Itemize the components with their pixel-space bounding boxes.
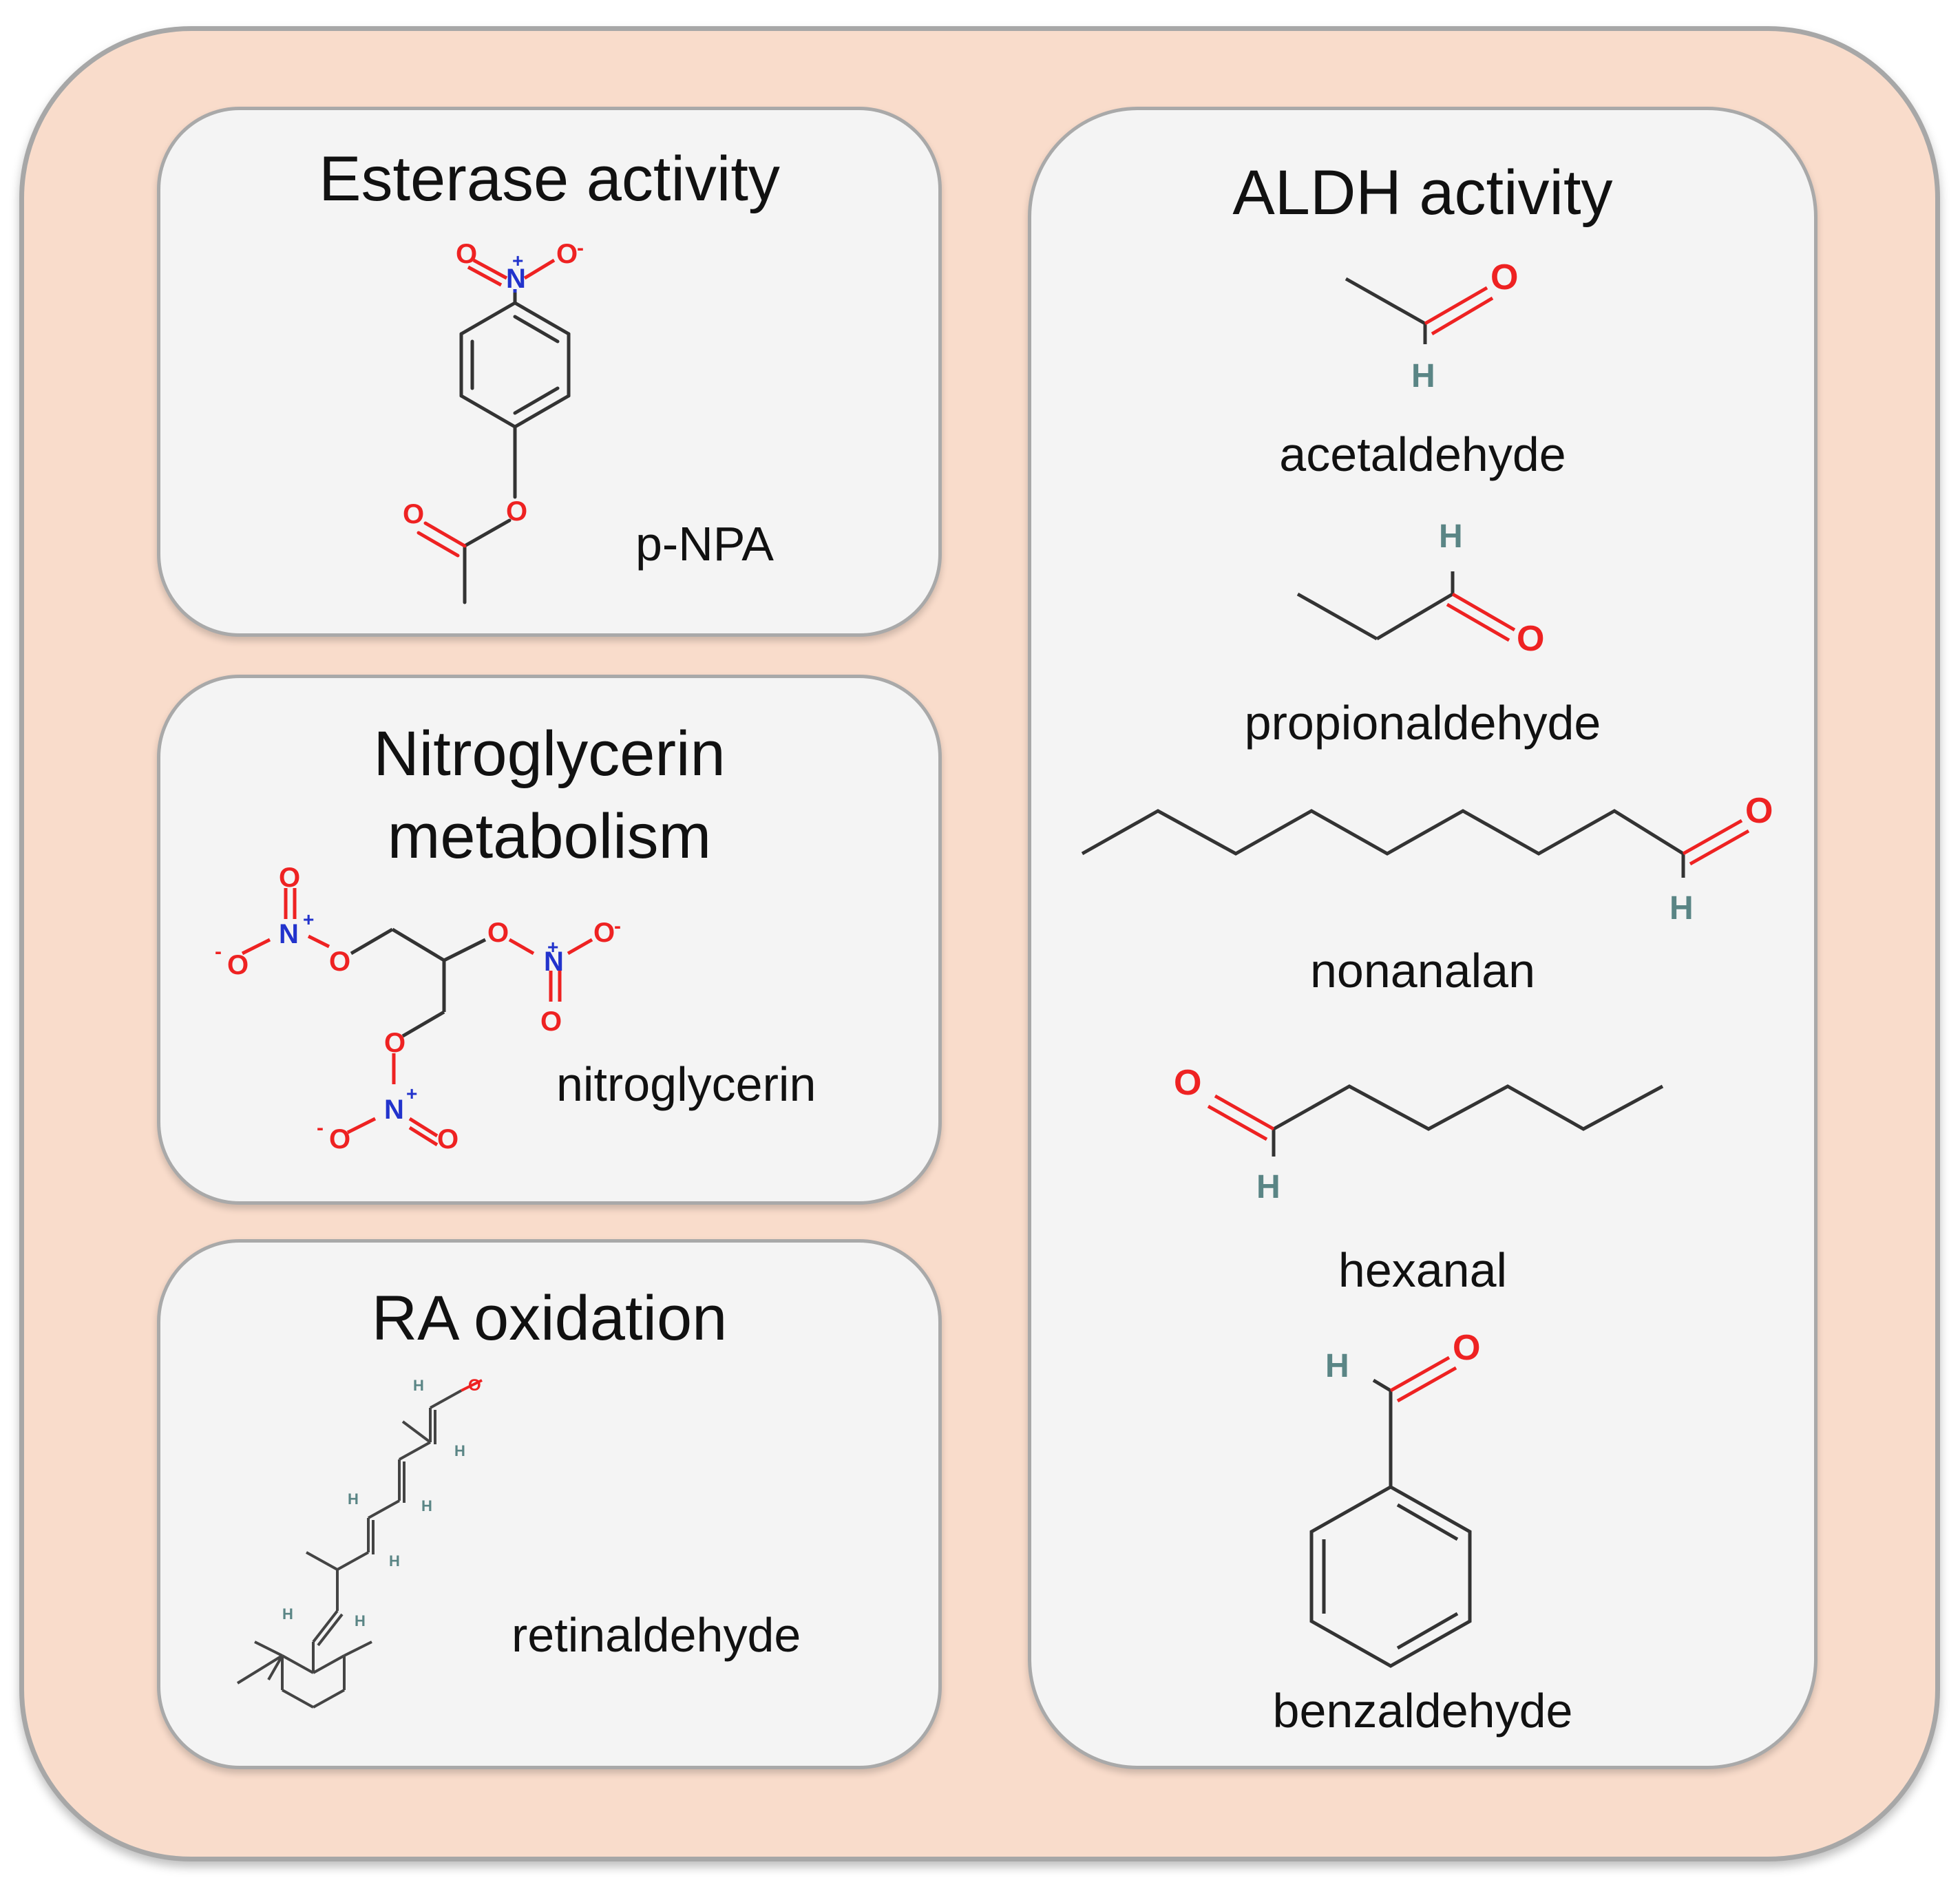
svg-text:O: O xyxy=(403,499,424,529)
ra-oxidation-title: RA oxidation xyxy=(371,1283,728,1353)
svg-text:-: - xyxy=(577,237,584,260)
svg-text:H: H xyxy=(454,1442,465,1459)
esterase-activity-title: Esterase activity xyxy=(319,144,780,214)
svg-text:O: O xyxy=(593,918,615,948)
svg-text:+: + xyxy=(547,936,558,958)
svg-text:O: O xyxy=(540,1006,562,1037)
atom-n: N xyxy=(506,264,526,294)
nitroglycerin-label: nitroglycerin xyxy=(556,1057,816,1111)
svg-text:H: H xyxy=(421,1497,432,1515)
svg-text:H: H xyxy=(1325,1348,1349,1384)
acetaldehyde-structure-icon: O H xyxy=(1345,257,1518,394)
svg-text:O: O xyxy=(1453,1328,1480,1368)
propionaldehyde-structure-icon: H O xyxy=(1296,518,1544,659)
svg-text:-: - xyxy=(215,940,222,963)
svg-text:N: N xyxy=(544,947,564,977)
nitroglycerin-metabolism-panel: Nitroglycerin metabolism nitroglycerin xyxy=(157,675,942,1205)
svg-text:O: O xyxy=(329,947,350,977)
svg-text:O: O xyxy=(456,239,477,269)
svg-text:H: H xyxy=(389,1552,400,1570)
svg-text:O: O xyxy=(1517,619,1544,659)
svg-text:O: O xyxy=(437,1124,459,1154)
nitroglycerin-metabolism-title-line2: metabolism xyxy=(387,801,712,872)
svg-text:O: O xyxy=(556,239,578,269)
hexanal-structure-icon: O H xyxy=(1174,1063,1664,1205)
svg-text:O: O xyxy=(227,950,249,980)
ra-oxidation-panel: RA oxidation retinaldehyde xyxy=(157,1239,942,1769)
svg-text:O: O xyxy=(1174,1063,1201,1103)
nitroglycerin-metabolism-title-line1: Nitroglycerin xyxy=(373,719,726,789)
svg-text:H: H xyxy=(1256,1169,1281,1205)
svg-text:H: H xyxy=(1411,358,1435,394)
svg-text:H: H xyxy=(1439,518,1463,555)
svg-text:+: + xyxy=(406,1083,417,1104)
svg-text:+: + xyxy=(512,250,523,271)
svg-text:H: H xyxy=(1669,890,1694,927)
svg-text:+: + xyxy=(303,909,314,930)
svg-text:O: O xyxy=(487,918,509,948)
svg-text:O: O xyxy=(1745,791,1773,831)
hexanal-label: hexanal xyxy=(1338,1243,1508,1297)
svg-text:O: O xyxy=(329,1124,350,1154)
svg-text:H: H xyxy=(282,1605,293,1623)
benzaldehyde-label: benzaldehyde xyxy=(1272,1684,1573,1738)
svg-text:H: H xyxy=(348,1490,359,1508)
p-npa-label: p-NPA xyxy=(635,517,774,571)
svg-text:H: H xyxy=(355,1612,366,1629)
svg-text:-: - xyxy=(317,1117,324,1139)
retinaldehyde-label: retinaldehyde xyxy=(512,1608,801,1662)
propionaldehyde-label: propionaldehyde xyxy=(1244,696,1601,750)
svg-text:O: O xyxy=(468,1376,481,1395)
acetaldehyde-label: acetaldehyde xyxy=(1279,428,1566,481)
benzaldehyde-structure-icon: H O xyxy=(1309,1328,1480,1668)
svg-text:O: O xyxy=(384,1028,405,1058)
svg-text:O: O xyxy=(1490,257,1518,297)
aldh-activity-title: ALDH activity xyxy=(1232,158,1613,228)
nonanal-structure-icon: O H xyxy=(1081,791,1773,927)
svg-text:N: N xyxy=(279,919,299,949)
svg-text:H: H xyxy=(413,1377,424,1394)
aldh-activity-panel: ALDH activity acetaldehyde propionaldehy… xyxy=(1028,107,1817,1769)
svg-text:O: O xyxy=(279,863,300,893)
esterase-activity-panel: Esterase activity p-NPA xyxy=(157,107,942,637)
nonanalan-label: nonanalan xyxy=(1310,944,1535,998)
svg-text:O: O xyxy=(506,496,527,527)
svg-text:N: N xyxy=(384,1095,404,1125)
svg-text:-: - xyxy=(614,915,621,938)
